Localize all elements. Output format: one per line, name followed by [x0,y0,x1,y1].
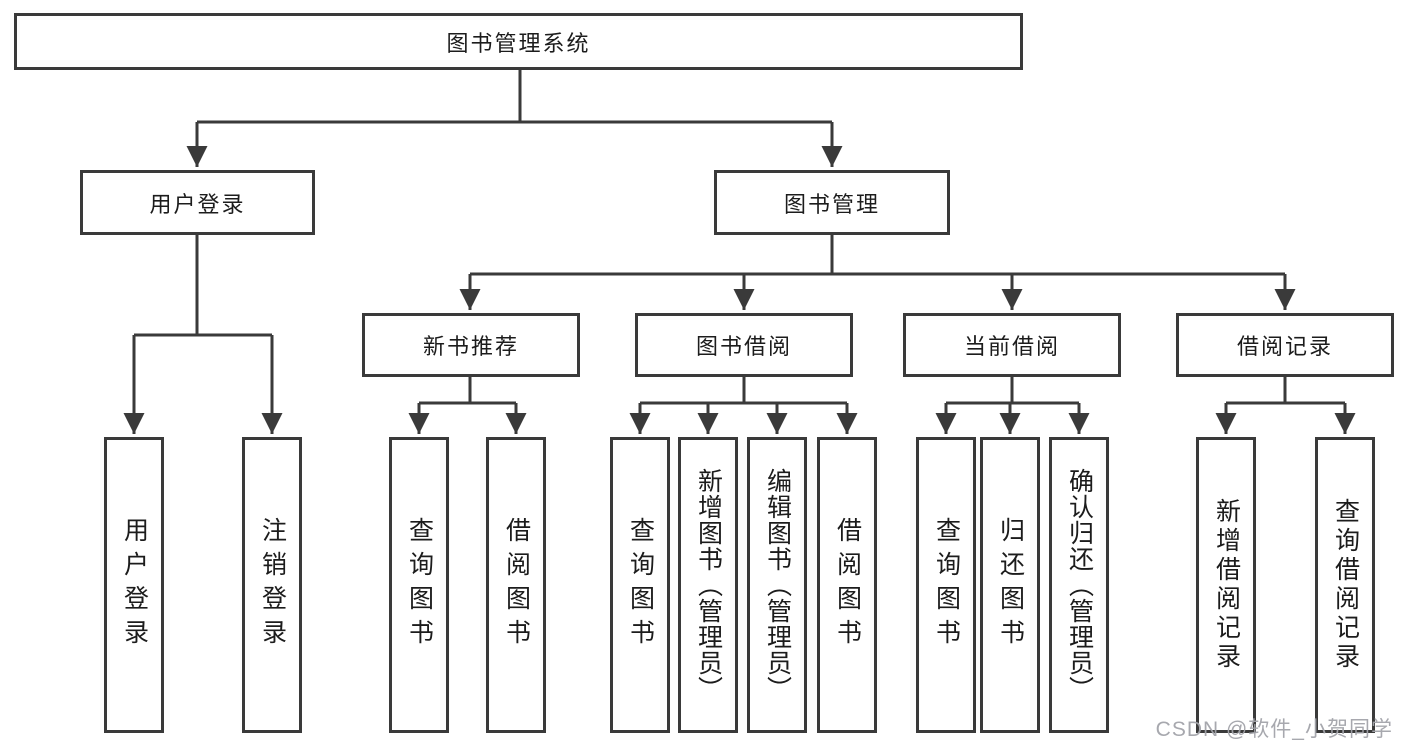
leaf-user-login: 用户登录 [104,437,164,733]
leaf-borrow-add-books: 新增图书（管理员） [678,437,738,733]
node-root: 图书管理系统 [14,13,1023,70]
leaf-recommend-query-books: 查询图书 [389,437,449,733]
leaf-current-return-books: 归还图书 [980,437,1040,733]
leaf-recommend-borrow-books: 借阅图书 [486,437,546,733]
leaf-borrow-query-books: 查询图书 [610,437,670,733]
leaf-borrow-edit-books: 编辑图书（管理员） [747,437,807,733]
csdn-watermark: CSDN @软件_小贺同学 [1155,718,1393,741]
node-new-book-recommend: 新书推荐 [362,313,580,377]
leaf-current-confirm-return: 确认归还（管理员） [1049,437,1109,733]
leaf-record-query: 查询借阅记录 [1315,437,1375,733]
node-book-borrow: 图书借阅 [635,313,853,377]
node-book-management: 图书管理 [714,170,950,235]
node-borrow-record: 借阅记录 [1176,313,1394,377]
node-user-login: 用户登录 [80,170,315,235]
leaf-record-add: 新增借阅记录 [1196,437,1256,733]
leaf-borrow-borrow-books: 借阅图书 [817,437,877,733]
node-current-borrow: 当前借阅 [903,313,1121,377]
leaf-logout: 注销登录 [242,437,302,733]
leaf-current-query-books: 查询图书 [916,437,976,733]
